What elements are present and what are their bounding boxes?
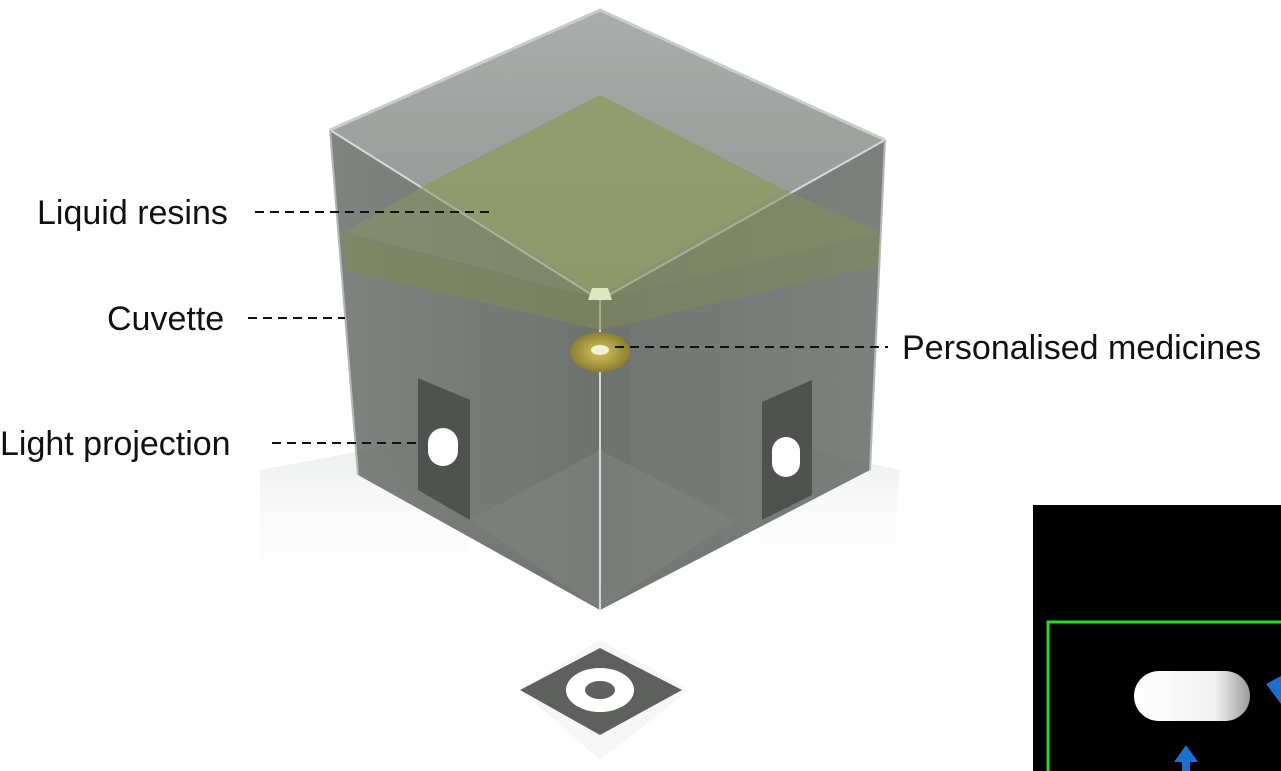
label-personalised-medicines: Personalised medicines (902, 329, 1261, 367)
inset-arrow-left-icon (1266, 676, 1281, 704)
inset-pill (1134, 671, 1250, 721)
projection-window-left (428, 428, 458, 466)
inset-frame (1046, 620, 1281, 771)
projection-panel-left (418, 378, 470, 520)
label-liquid-resins: Liquid resins (37, 194, 228, 232)
inset-view (1033, 505, 1281, 771)
projection-window-right (772, 437, 800, 477)
label-light-projection: Light projection (0, 425, 231, 463)
leader-lines (248, 211, 888, 444)
label-cuvette: Cuvette (107, 300, 224, 338)
inset-arrow-up-icon (1174, 745, 1198, 771)
liquid-resin (340, 95, 880, 330)
projection-panel-right (762, 380, 812, 520)
projection-base (520, 648, 682, 735)
tablet (570, 332, 630, 372)
